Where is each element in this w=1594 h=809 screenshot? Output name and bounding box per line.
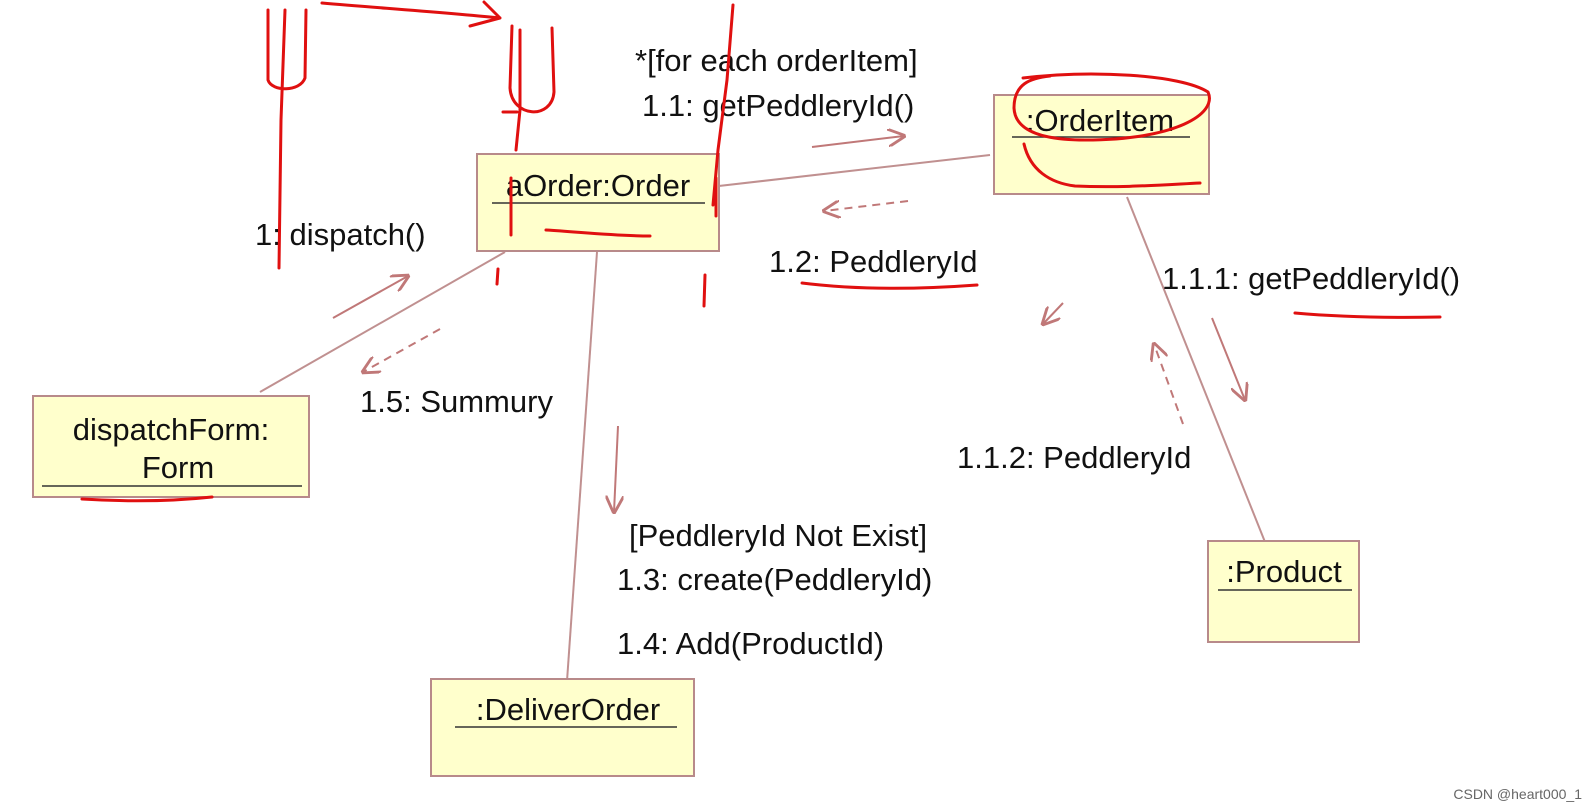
object-product-box: [1207, 540, 1360, 643]
red-pen-annotations: [80, 0, 1442, 503]
object-deliver-order-label: :DeliverOrder: [476, 692, 660, 727]
arrow-peddlery-id-product-return: [1154, 344, 1184, 425]
object-order-item-label: :OrderItem: [1026, 103, 1174, 138]
link-order-deliverorder: [566, 251, 598, 682]
arrow-peddlery-id-return: [824, 200, 909, 211]
arrow-summury-return: [363, 328, 441, 372]
object-dispatch-form-box: [32, 395, 310, 498]
object-order-label: aOrder:Order: [506, 168, 690, 203]
link-order-orderitem: [709, 154, 991, 188]
message-label-get-peddlery-id-product: 1.1.1: getPeddleryId(): [1162, 261, 1460, 296]
message-label-get-peddlery-id: 1.1: getPeddleryId(): [642, 88, 914, 123]
association-links: [259, 154, 1266, 682]
object-deliver-order: :DeliverOrder: [430, 678, 695, 777]
pen-stroke-left-lifeline: [266, 8, 308, 270]
object-dispatch-form-label-line1: dispatchForm:: [73, 412, 269, 447]
pen-circle-order-item: [1012, 72, 1211, 189]
object-dispatch-form-label-line2: Form: [142, 450, 214, 485]
object-product-label: :Product: [1226, 554, 1342, 589]
arrow-get-peddlery-id-product: [1211, 317, 1245, 400]
link-order-dispatchform: [259, 251, 506, 393]
pen-underline-peddlery-id: [800, 281, 979, 290]
link-orderitem-product: [1126, 196, 1266, 543]
pen-underline-dispatch-form: [80, 495, 214, 503]
message-labels: 1: dispatch() *[for each orderItem] 1.1:…: [255, 43, 1460, 661]
arrow-small-stray: [1043, 302, 1064, 324]
pen-stroke-top-arrow: [320, 0, 502, 28]
arrow-create-peddlery: [614, 425, 618, 512]
message-label-dispatch: 1: dispatch(): [255, 217, 426, 252]
message-arrows: [332, 136, 1245, 512]
arrow-dispatch: [332, 276, 408, 319]
watermark: CSDN @heart000_1: [1453, 786, 1582, 802]
pen-stroke-order-ticks: [495, 176, 718, 308]
message-guard-for-each-order-item: *[for each orderItem]: [635, 43, 918, 78]
object-order-item-box: [993, 94, 1210, 195]
object-dispatch-form: dispatchForm: Form: [32, 395, 310, 498]
message-label-peddlery-id: 1.2: PeddleryId: [769, 244, 978, 279]
object-product: :Product: [1207, 540, 1360, 643]
arrow-get-peddlery-id: [811, 136, 904, 148]
message-guard-peddlery-not-exist: [PeddleryId Not Exist]: [629, 518, 927, 553]
pen-stroke-right-lifeline: [501, 24, 556, 152]
message-label-summury: 1.5: Summury: [360, 384, 553, 419]
message-label-peddlery-id-product-return: 1.1.2: PeddleryId: [957, 440, 1191, 475]
object-order-item: :OrderItem: [993, 94, 1210, 195]
message-label-add-product: 1.4: Add(ProductId): [617, 626, 884, 661]
message-label-create-peddlery: 1.3: create(PeddleryId): [617, 562, 932, 597]
object-order: aOrder:Order: [476, 153, 720, 252]
pen-underline-get-peddlery-id: [1293, 311, 1442, 319]
